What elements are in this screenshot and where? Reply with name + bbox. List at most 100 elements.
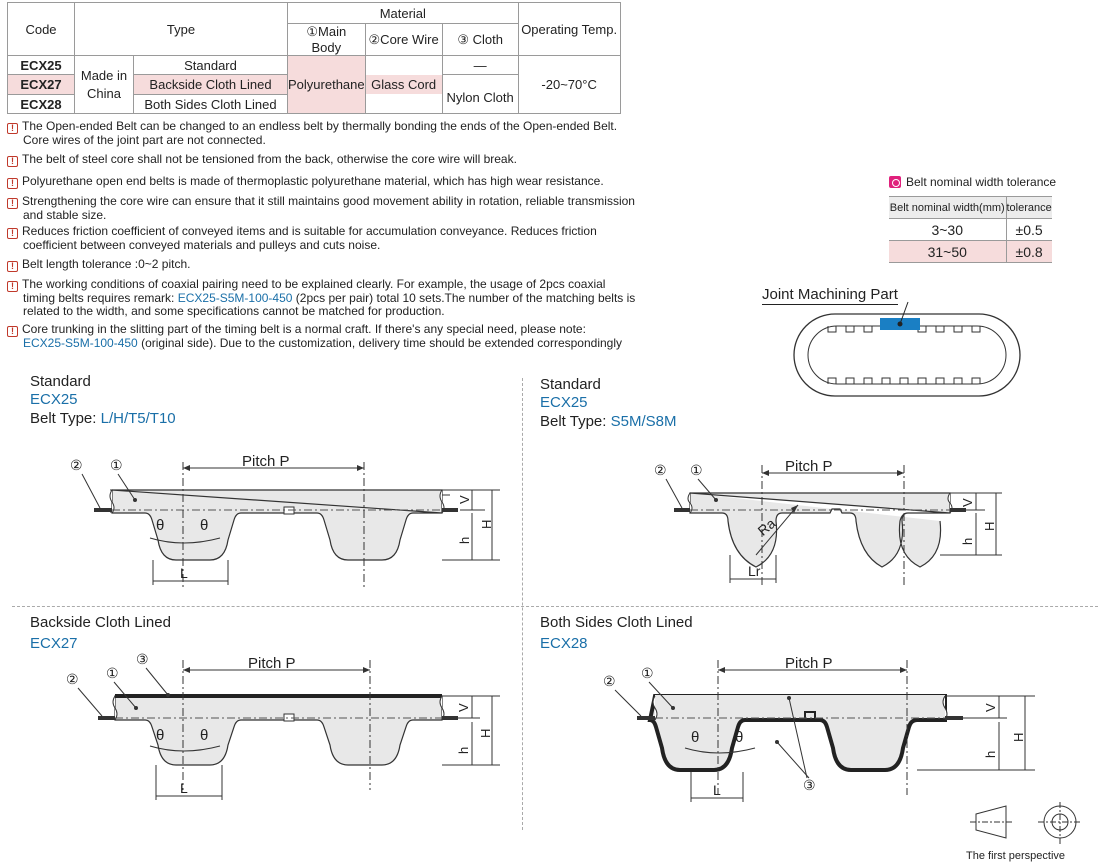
pitch-label: Pitch P bbox=[785, 655, 833, 672]
callout-1: ① bbox=[106, 665, 119, 681]
callout-2: ② bbox=[603, 673, 616, 689]
s3-title: Backside Cloth Lined bbox=[30, 614, 171, 631]
tolerance-title: Belt nominal width tolerance bbox=[889, 175, 1056, 189]
made-in-line2: China bbox=[87, 85, 121, 101]
theta-label: θ bbox=[156, 517, 164, 534]
made-in-cell: Made in China bbox=[74, 55, 134, 114]
theta-label: θ bbox=[735, 729, 743, 746]
s2-belt-type: Belt Type: S5M/S8M bbox=[540, 413, 677, 430]
H-label: H bbox=[1011, 733, 1026, 742]
H-label: H bbox=[478, 729, 493, 738]
h-label: h bbox=[960, 538, 975, 545]
callout-1: ① bbox=[641, 665, 654, 681]
V-label: V bbox=[456, 703, 471, 712]
warning-icon: ! bbox=[7, 228, 18, 239]
note-3: !Polyurethane open end belts is made of … bbox=[7, 175, 604, 189]
note-1: !The Open-ended Belt can be changed to a… bbox=[7, 120, 617, 147]
theta-label: θ bbox=[691, 729, 699, 746]
L-label: L bbox=[180, 780, 188, 796]
core-wire-value: Glass Cord bbox=[364, 55, 443, 114]
row-type: Both Sides Cloth Lined bbox=[133, 94, 288, 114]
callout-2: ② bbox=[70, 457, 83, 473]
tol-value: ±0.8 bbox=[1005, 240, 1052, 263]
cloth-value: Nylon Cloth bbox=[441, 74, 519, 114]
header-code: Code bbox=[7, 2, 75, 56]
s1-title: Standard bbox=[30, 373, 91, 390]
warning-icon: ! bbox=[7, 156, 18, 167]
pitch-label: Pitch P bbox=[242, 453, 290, 470]
H-label: H bbox=[479, 520, 494, 529]
s1-code: ECX25 bbox=[30, 391, 78, 408]
warning-icon: ! bbox=[7, 198, 18, 209]
theta-label: θ bbox=[156, 727, 164, 744]
Lr-label: Lr bbox=[748, 563, 761, 579]
drawing-standard-trapezoid: Pitch P ② ① θ θ L V H h bbox=[70, 453, 500, 590]
drawing-backside-cloth: Pitch P ② ① ③ θ θ L V H h bbox=[66, 651, 500, 800]
row-cloth: — bbox=[441, 55, 519, 75]
warning-icon: ! bbox=[7, 123, 18, 134]
divider-vertical bbox=[522, 378, 523, 830]
tol-range: 31~50 bbox=[889, 240, 1006, 263]
callout-1: ① bbox=[690, 462, 703, 478]
h-label: h bbox=[456, 747, 471, 754]
tol-header-width: Belt nominal width(mm) bbox=[889, 196, 1006, 219]
row-type: Standard bbox=[133, 55, 288, 75]
row-code: ECX28 bbox=[7, 94, 75, 114]
V-label: V bbox=[960, 498, 975, 507]
note-5: !Reduces friction coefficient of conveye… bbox=[7, 225, 597, 252]
L-label: L bbox=[180, 565, 188, 581]
callout-1: ① bbox=[110, 457, 123, 473]
H-label: H bbox=[982, 522, 997, 531]
s4-title: Both Sides Cloth Lined bbox=[540, 614, 693, 631]
s4-code: ECX28 bbox=[540, 635, 588, 652]
V-label: V bbox=[983, 703, 998, 712]
warning-icon: ! bbox=[7, 281, 18, 292]
tol-header-tolerance: tolerance bbox=[1005, 196, 1052, 219]
s2-code: ECX25 bbox=[540, 394, 588, 411]
h-label: h bbox=[983, 751, 998, 758]
V-label: V bbox=[457, 495, 472, 504]
warning-icon: ! bbox=[7, 326, 18, 337]
first-angle-projection-icon bbox=[970, 802, 1082, 844]
divider-horizontal bbox=[12, 606, 1098, 607]
row-type: Backside Cloth Lined bbox=[133, 74, 288, 95]
drawing-standard-round: Pitch P ② ① Ra Lr V H h bbox=[654, 458, 1002, 585]
callout-3: ③ bbox=[803, 777, 816, 793]
temp-value: -20~70°C bbox=[517, 55, 621, 114]
callout-2: ② bbox=[654, 462, 667, 478]
pitch-label: Pitch P bbox=[785, 458, 833, 475]
note-7: !The working conditions of coaxial pairi… bbox=[7, 278, 635, 318]
warning-icon: ! bbox=[7, 261, 18, 272]
header-core-wire: ②Core Wire bbox=[364, 23, 443, 56]
header-type: Type bbox=[74, 2, 288, 56]
warning-icon: ! bbox=[7, 178, 18, 189]
drawing-both-sides-cloth: Pitch P ② ① θ θ L ③ V H h bbox=[603, 655, 1035, 802]
pitch-label: Pitch P bbox=[248, 655, 296, 672]
header-material: Material bbox=[287, 2, 519, 24]
header-cloth: ③ Cloth bbox=[441, 23, 519, 56]
record-icon bbox=[889, 176, 901, 188]
made-in-line1: Made in bbox=[80, 67, 128, 83]
tol-range: 3~30 bbox=[889, 218, 1006, 241]
joint-belt-drawing bbox=[793, 301, 1021, 397]
callout-2: ② bbox=[66, 671, 79, 687]
note-2: !The belt of steel core shall not be ten… bbox=[7, 153, 517, 167]
perspective-label: The first perspective bbox=[966, 850, 1066, 862]
joint-title: Joint Machining Part bbox=[762, 286, 898, 305]
h-label: h bbox=[457, 537, 472, 544]
header-main-body: ①Main Body bbox=[287, 23, 366, 56]
note-4: !Strengthening the core wire can ensure … bbox=[7, 195, 635, 222]
theta-label: θ bbox=[200, 517, 208, 534]
s2-title: Standard bbox=[540, 376, 601, 393]
note-6: !Belt length tolerance :0~2 pitch. bbox=[7, 258, 190, 272]
main-body-value: Polyurethane bbox=[287, 55, 366, 114]
header-operating-temp: Operating Temp. bbox=[517, 2, 621, 56]
theta-label: θ bbox=[200, 727, 208, 744]
s1-belt-type: Belt Type: L/H/T5/T10 bbox=[30, 410, 176, 427]
row-code: ECX25 bbox=[7, 55, 75, 75]
L-label: L bbox=[713, 782, 721, 798]
s3-code: ECX27 bbox=[30, 635, 78, 652]
row-code: ECX27 bbox=[7, 74, 75, 95]
callout-3: ③ bbox=[136, 651, 149, 667]
spec-table: Code Type Material Operating Temp. ①Main… bbox=[7, 2, 621, 114]
